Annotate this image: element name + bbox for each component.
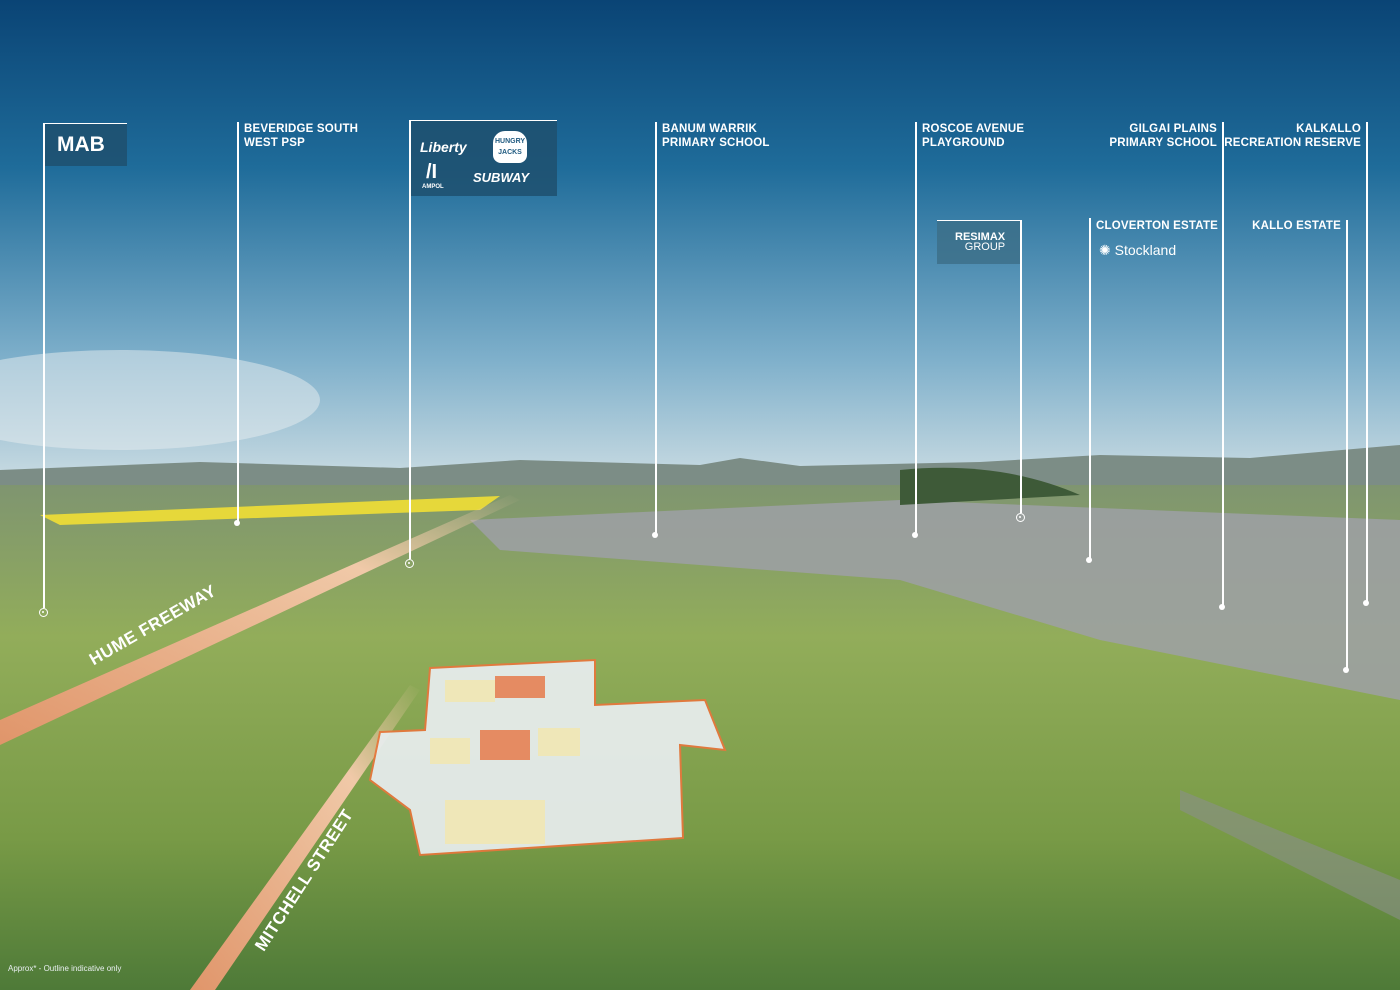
stockland-logo: ✺ Stockland: [1099, 242, 1176, 259]
roscoe-leader-line: [915, 122, 917, 534]
cloverton-dot: [1086, 557, 1092, 563]
retail-brands-logos: Liberty HUNGRY JACKS /I AMPOL SUBWAY: [409, 120, 557, 196]
kalkallo-leader-line: [1366, 122, 1368, 604]
retail-leader-line: [409, 120, 411, 559]
mab-leader-line: [43, 123, 45, 608]
resimax-group-text: GROUP: [964, 241, 1006, 253]
disclaimer-note: Approx* - Outline indicative only: [8, 964, 122, 973]
mab-logo: MAB: [43, 123, 127, 166]
resimax-text: RESIMAX: [955, 231, 1006, 243]
stockland-sun-icon: ✺: [1099, 242, 1111, 258]
mitchell-street-band: [190, 685, 420, 990]
gilgai-leader-line: [1222, 122, 1224, 607]
banum-leader-line: [655, 122, 657, 534]
mab-pin: [39, 608, 48, 617]
beveridge-leader-line: [237, 122, 239, 522]
kallo-dot: [1343, 667, 1349, 673]
retail-pin: [405, 559, 414, 568]
resimax-leader-line: [1020, 220, 1022, 513]
mab-logo-text: MAB: [57, 133, 105, 156]
subway-logo: SUBWAY: [473, 170, 530, 185]
banum-dot: [652, 532, 658, 538]
roscoe-dot: [912, 532, 918, 538]
kallo-label: KALLO ESTATE: [1252, 220, 1341, 232]
cloverton-label: CLOVERTON ESTATE: [1096, 220, 1219, 232]
resimax-logo: RESIMAX GROUP: [937, 220, 1021, 264]
beveridge-dot: [234, 520, 240, 526]
kallo-leader-line: [1346, 220, 1348, 670]
gilgai-dot: [1219, 604, 1225, 610]
resimax-pin: [1016, 513, 1025, 522]
cloverton-leader-line: [1089, 218, 1091, 560]
kalkallo-dot: [1363, 600, 1369, 606]
hungry-jacks-logo: HUNGRY JACKS: [493, 131, 527, 163]
stockland-text: Stockland: [1114, 242, 1177, 258]
ampol-icon: /I: [426, 161, 438, 183]
ampol-logo: AMPOL: [422, 184, 444, 190]
liberty-logo: Liberty: [420, 139, 467, 155]
